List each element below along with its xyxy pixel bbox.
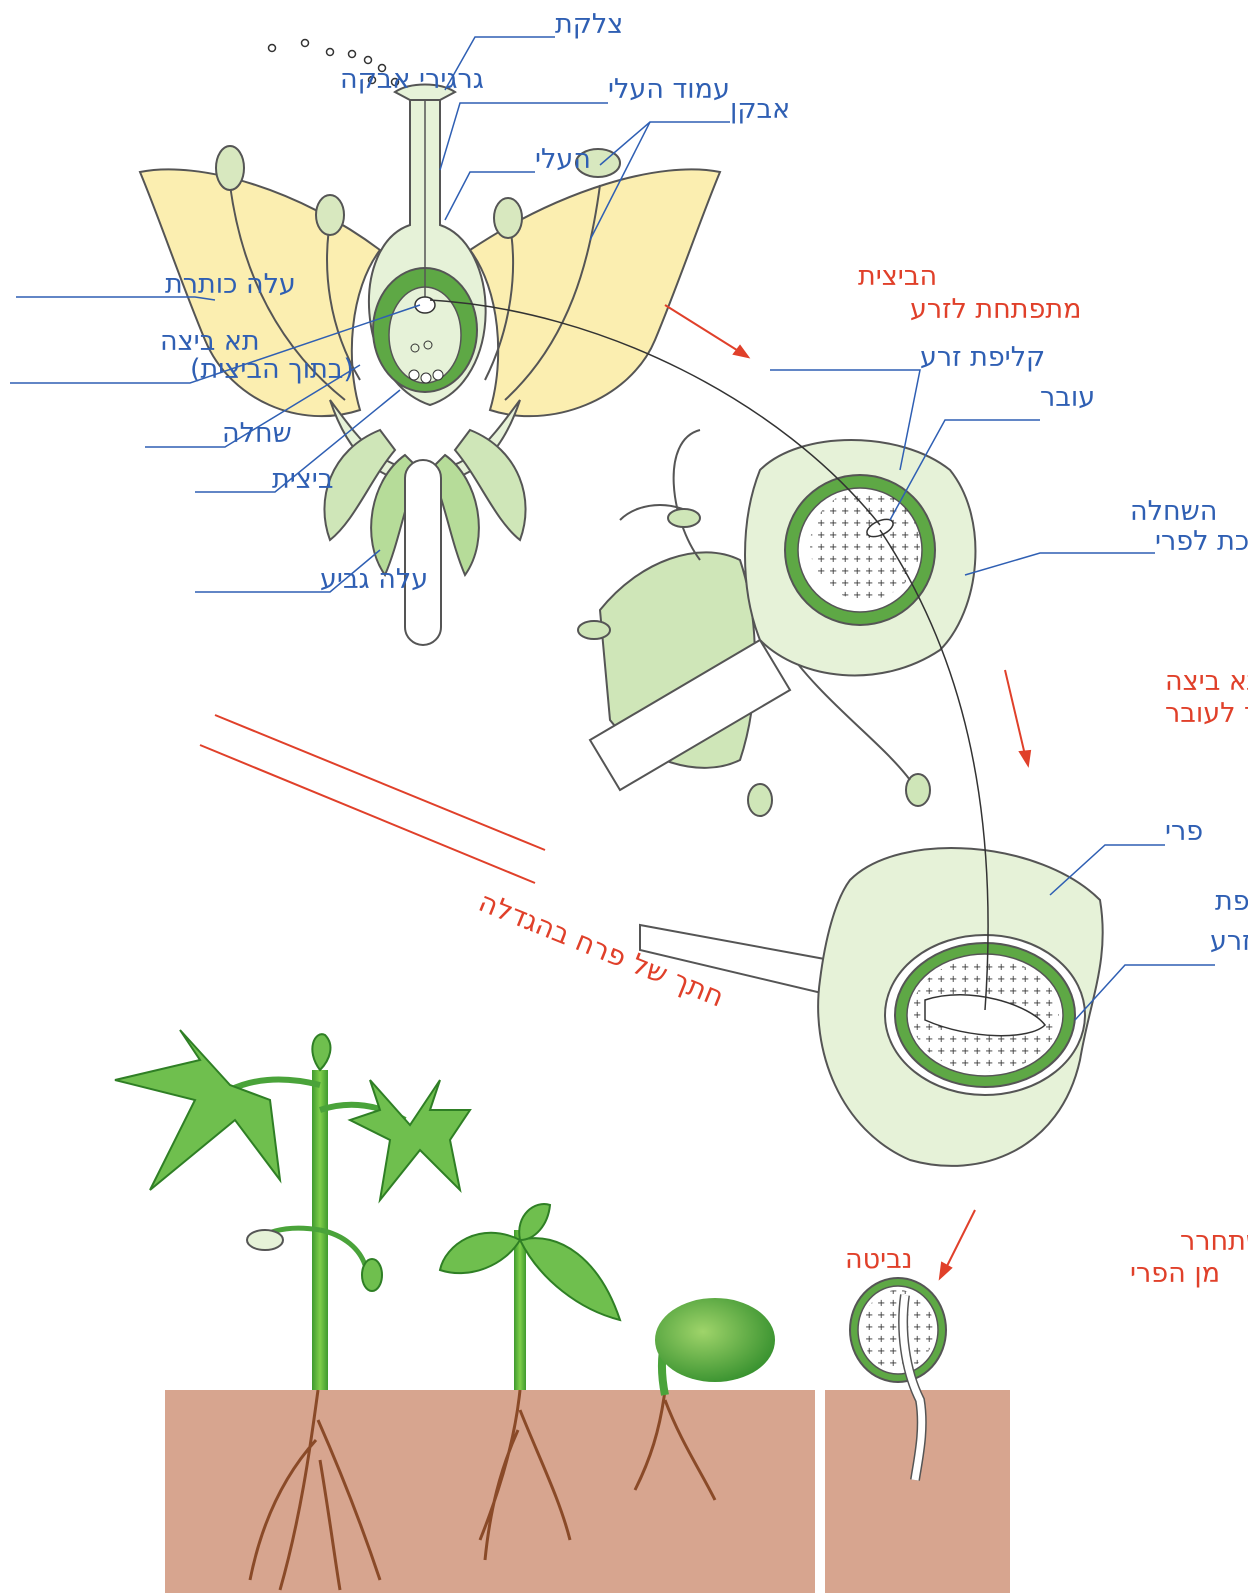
seedling-cotyledons: [655, 1298, 775, 1382]
label-fruit: פרי: [1165, 816, 1203, 847]
label-petal: עלה כותרת: [165, 269, 296, 300]
anther-1: [216, 146, 244, 190]
label-embryo: עובר: [1040, 382, 1095, 413]
label-fruit-seed-coat-2: הזרע: [1210, 926, 1248, 957]
medium-plant: [440, 1204, 620, 1390]
label-stigma: צלקת: [555, 9, 623, 40]
label-pollen: גרגירי אבקה: [340, 64, 484, 95]
large-plant: [115, 1030, 470, 1390]
label-pistil: העלי: [535, 144, 591, 175]
sprouting-seed: [655, 1298, 775, 1395]
label-sepal: עלה גביע: [320, 564, 428, 595]
medium-leaf-right: [520, 1238, 620, 1320]
label-style: עמוד העלי: [608, 74, 730, 105]
soil: [165, 1390, 1010, 1593]
big-leaf-left: [115, 1030, 280, 1190]
big-leaf-right: [350, 1080, 470, 1200]
label-egg-cell-2: (בתוך הביצית): [190, 354, 354, 385]
step-egg-embryo-1: תא ביצה: [1165, 666, 1248, 697]
anther-4: [494, 198, 522, 238]
label-ovary-fruit-1: השחלה: [1130, 496, 1217, 527]
medium-leaf-left: [440, 1233, 520, 1273]
caption-lines: [200, 715, 545, 883]
step-seed-release-1: הזרע משתחרר: [1180, 1226, 1248, 1257]
step-germination: נביטה: [845, 1244, 913, 1275]
step-seed-release-2: מן הפרי: [1130, 1258, 1220, 1289]
label-ovary-fruit-2: הופכת לפרי: [1155, 526, 1248, 557]
developing-fruit: [578, 430, 975, 816]
flower-stalk: [405, 460, 441, 645]
step-ovule-seed-1: הביצית: [858, 261, 937, 292]
label-ovule: ביצית: [272, 464, 333, 495]
anther-2: [316, 195, 344, 235]
label-seed-coat: קליפת זרע: [920, 342, 1045, 373]
label-anther: אבקן: [730, 94, 790, 125]
step-ovule-seed-2: מתפתחת לזרע: [910, 294, 1082, 325]
step-egg-embryo-2: הופך לעובר: [1165, 698, 1248, 729]
label-egg-cell-1: תא ביצה: [160, 326, 260, 357]
label-ovary: שחלה: [222, 418, 292, 449]
label-fruit-seed-coat-1: קליפת: [1215, 886, 1248, 917]
